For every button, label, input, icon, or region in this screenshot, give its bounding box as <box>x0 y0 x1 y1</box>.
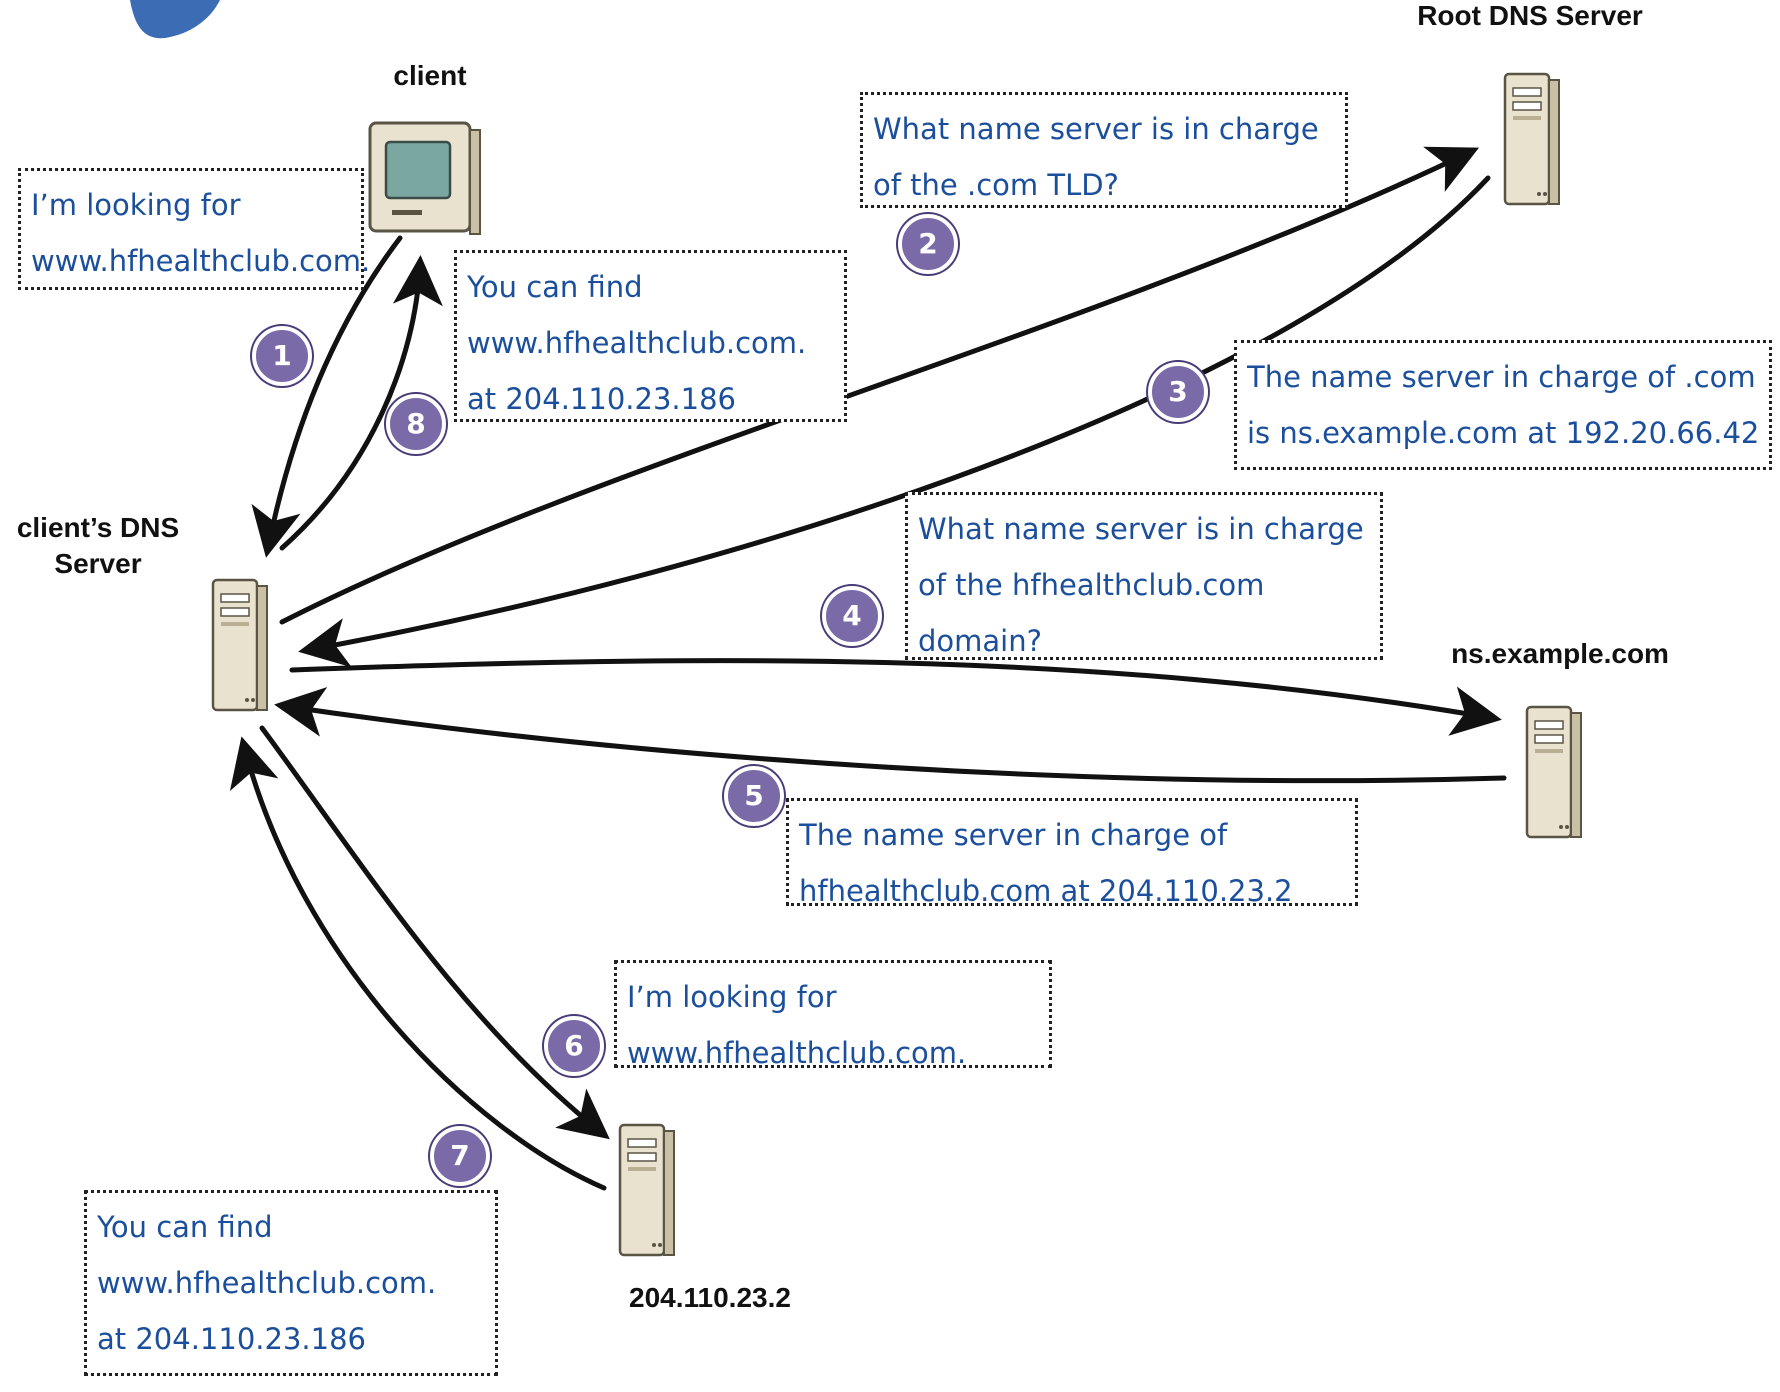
note-line: You can find <box>467 270 643 304</box>
step-8-badge: 8 <box>386 394 446 454</box>
local-dns-server-icon <box>211 578 269 712</box>
arrow-step-5 <box>274 687 1507 784</box>
note-step-1-query: I’m looking for www.hfhealthclub.com. <box>18 168 371 290</box>
root-dns-server-label: Root DNS Server <box>1417 0 1643 31</box>
note-line: The name server in charge of .com <box>1247 360 1756 394</box>
note-line: I’m looking for <box>31 188 241 222</box>
ns-example-server-icon <box>1525 705 1583 839</box>
note-line: is ns.example.com at 192.20.66.42 <box>1247 416 1760 450</box>
note-step-2-query: What name server is in charge of the .co… <box>860 92 1348 208</box>
ns-example-server-label: ns.example.com <box>1451 638 1669 669</box>
note-line: What name server is in charge <box>918 512 1364 546</box>
auth-server-label: 204.110.23.2 <box>629 1282 791 1313</box>
note-step-3-answer: The name server in charge of .com is ns.… <box>1234 340 1772 470</box>
note-line: You can find <box>97 1210 273 1244</box>
note-line: www.hfhealthclub.com. <box>31 244 371 278</box>
step-1-badge: 1 <box>252 326 312 386</box>
step-2-badge: 2 <box>898 214 958 274</box>
step-3-badge: 3 <box>1148 362 1208 422</box>
arrow-step-2 <box>279 146 1480 625</box>
auth-server-icon <box>618 1123 676 1257</box>
note-step-4-query: What name server is in charge of the hfh… <box>905 492 1383 660</box>
step-7-badge: 7 <box>430 1126 490 1186</box>
local-dns-server-label: client’s DNS Server <box>16 512 180 579</box>
blue-blob-shape <box>130 0 220 39</box>
note-step-6-query: I’m looking for www.hfhealthclub.com. <box>614 960 1052 1070</box>
note-line: at 204.110.23.186 <box>467 382 736 416</box>
step-4-badge: 4 <box>822 586 882 646</box>
note-line: of the hfhealthclub.com <box>918 568 1265 602</box>
note-step-7-answer: You can find www.hfhealthclub.com. at 20… <box>84 1190 498 1376</box>
note-line: of the .com TLD? <box>873 168 1119 202</box>
note-line: The name server in charge of <box>799 818 1228 852</box>
arrow-step-8 <box>279 255 443 551</box>
client-computer-icon <box>368 121 481 235</box>
step-5-badge: 5 <box>724 766 784 826</box>
note-line: domain? <box>918 624 1043 658</box>
note-step-8-answer: You can find www.hfhealthclub.com. at 20… <box>454 250 847 422</box>
note-line: I’m looking for <box>627 980 837 1014</box>
arrow-step-3 <box>298 175 1491 668</box>
client-label: client <box>393 60 467 91</box>
arrow-step-1 <box>251 235 403 558</box>
note-line: www.hfhealthclub.com. <box>467 326 807 360</box>
note-line: at 204.110.23.186 <box>97 1322 366 1356</box>
note-step-5-answer: The name server in charge of hfhealthclu… <box>786 798 1358 908</box>
step-6-badge: 6 <box>544 1016 604 1076</box>
arrow-step-6 <box>259 725 610 1140</box>
note-line: What name server is in charge <box>873 112 1319 146</box>
root-dns-server-icon <box>1503 72 1561 206</box>
note-line: www.hfhealthclub.com. <box>97 1266 437 1300</box>
arrow-step-7 <box>229 736 607 1191</box>
note-line: www.hfhealthclub.com. <box>627 1036 967 1070</box>
arrow-step-4 <box>289 658 1502 736</box>
note-line: hfhealthclub.com at 204.110.23.2 <box>799 874 1293 908</box>
